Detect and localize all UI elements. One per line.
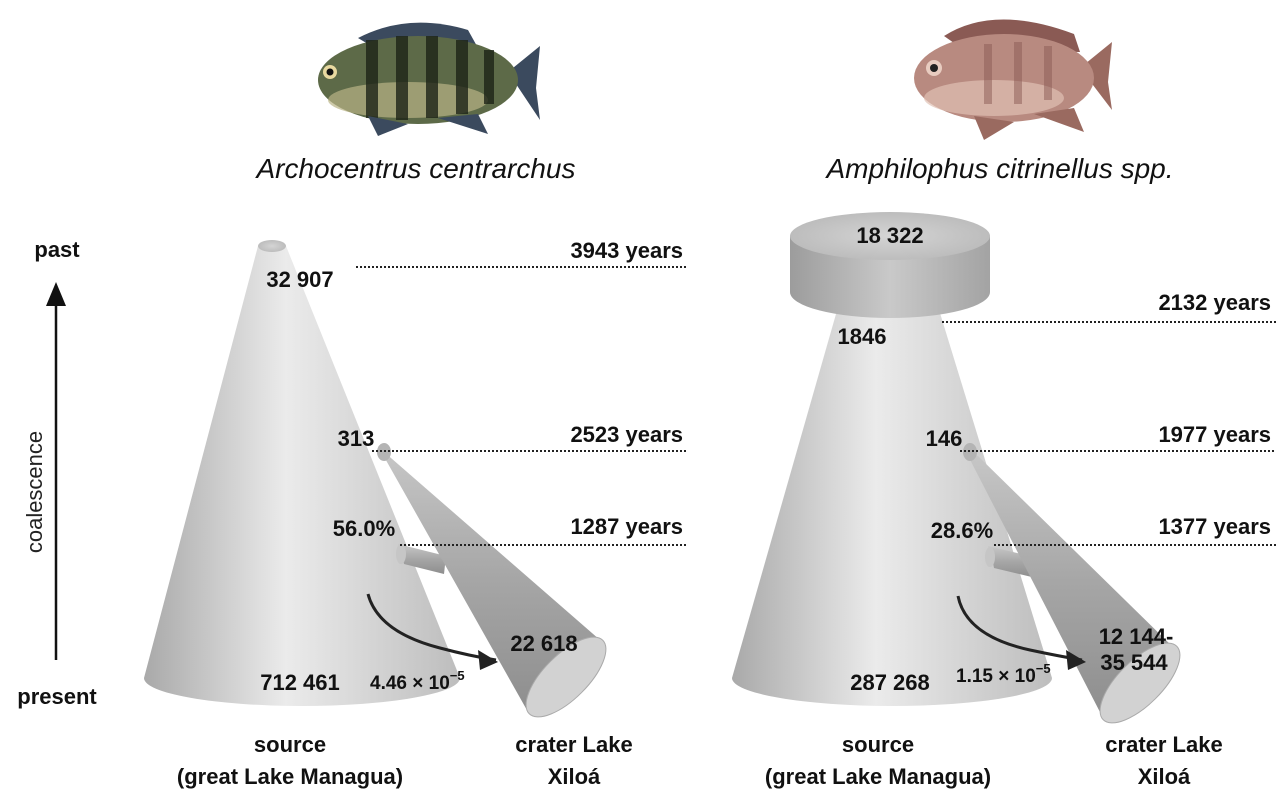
axis-present-label: present	[17, 684, 97, 709]
source-population-cone	[144, 246, 460, 706]
axis-arrow-head	[46, 282, 66, 306]
migration-rate-exponent: −5	[450, 668, 465, 683]
time-label-split: 2523 years	[570, 422, 683, 447]
crater-size-label-line1: 12 144-	[1099, 624, 1174, 649]
crater-label-line2: Xiloá	[1138, 764, 1191, 789]
fish-stripe	[984, 44, 992, 104]
crater-label-line1: crater Lake	[1105, 732, 1222, 757]
species-name-archocentrus: Archocentrus centrarchus	[254, 153, 575, 184]
migration-percent-label: 28.6%	[931, 518, 993, 543]
fish-stripe	[1044, 46, 1052, 100]
time-label-migration: 1377 years	[1158, 514, 1271, 539]
time-label-migration: 1287 years	[570, 514, 683, 539]
fish-stripe	[426, 36, 438, 118]
axis-past-label: past	[34, 237, 80, 262]
source-label-line2: (great Lake Managua)	[765, 764, 991, 789]
crater-label-line2: Xiloá	[548, 764, 601, 789]
fish-stripe	[456, 40, 468, 114]
migration-rate-coefficient: 4.46 × 10	[370, 673, 450, 694]
neck-size-label: 1846	[838, 324, 887, 349]
migration-percent-label: 56.0%	[333, 516, 395, 541]
crater-label-line1: crater Lake	[515, 732, 632, 757]
fish-stripe	[366, 40, 378, 118]
source-size-label: 287 268	[850, 670, 930, 695]
panel-amphilophus: Amphilophus citrinellus spp. 2132 years …	[732, 19, 1276, 789]
ancestral-population-top	[258, 240, 286, 252]
fish-archocentrus-image	[318, 23, 540, 136]
founder-size-label: 313	[338, 426, 375, 451]
axis-coalescence-label: coalescence	[22, 431, 47, 553]
species-name-amphilophus: Amphilophus citrinellus spp.	[824, 153, 1173, 184]
panel-archocentrus: Archocentrus centrarchus 3943 years 2523…	[144, 23, 688, 789]
source-label-line2: (great Lake Managua)	[177, 764, 403, 789]
fish-stripe	[1014, 42, 1022, 104]
source-label-line1: source	[842, 732, 914, 757]
fish-stripe	[396, 36, 408, 120]
ancestral-size-label: 32 907	[266, 267, 333, 292]
source-size-label: 712 461	[260, 670, 340, 695]
migration-connector-end	[985, 547, 995, 567]
fish-pupil	[327, 69, 334, 76]
migration-rate-exponent: −5	[1036, 661, 1051, 676]
crater-size-label-line2: 35 544	[1100, 650, 1168, 675]
fish-pupil	[930, 64, 938, 72]
time-label-top: 2132 years	[1158, 290, 1271, 315]
founder-size-label: 146	[926, 426, 963, 451]
ancestral-size-label: 18 322	[856, 223, 923, 248]
fish-belly	[924, 80, 1064, 116]
migration-rate-coefficient: 1.15 × 10	[956, 666, 1036, 687]
source-label-line1: source	[254, 732, 326, 757]
migration-connector-end	[396, 544, 406, 564]
time-label-top: 3943 years	[570, 238, 683, 263]
time-label-split: 1977 years	[1158, 422, 1271, 447]
crater-size-label: 22 618	[510, 631, 577, 656]
fish-amphilophus-image	[914, 19, 1112, 140]
fish-stripe	[484, 50, 494, 104]
